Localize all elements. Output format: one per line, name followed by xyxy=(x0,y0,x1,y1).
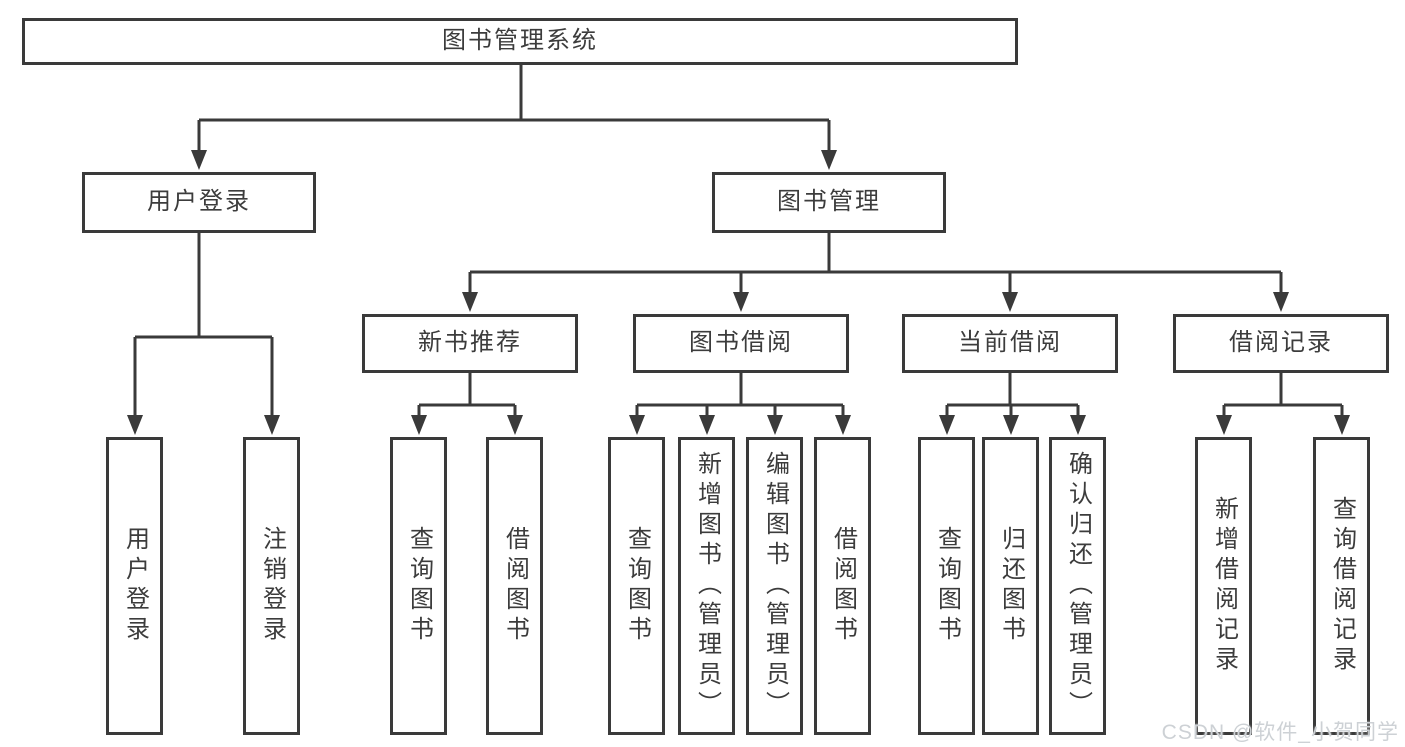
leaf-logout: 注销登录 xyxy=(243,437,300,735)
leaf-borrow-edit-books-admin: 编辑图书（管理员） xyxy=(746,437,803,735)
node-borrow-records: 借阅记录 xyxy=(1173,314,1389,373)
leaf-records-query-record: 查询借阅记录 xyxy=(1313,437,1370,735)
node-new-book-recommend: 新书推荐 xyxy=(362,314,578,373)
leaf-user-login: 用户登录 xyxy=(106,437,163,735)
leaf-current-confirm-return-admin: 确认归还（管理员） xyxy=(1049,437,1106,735)
node-book-borrow: 图书借阅 xyxy=(633,314,849,373)
leaf-records-add-record: 新增借阅记录 xyxy=(1195,437,1252,735)
arrowheads xyxy=(127,150,1350,435)
leaf-current-query-books: 查询图书 xyxy=(918,437,975,735)
node-root: 图书管理系统 xyxy=(22,18,1018,65)
leaf-borrow-query-books: 查询图书 xyxy=(608,437,665,735)
node-user-login: 用户登录 xyxy=(82,172,316,233)
leaf-current-return-books: 归还图书 xyxy=(982,437,1039,735)
leaf-newbook-borrow-books: 借阅图书 xyxy=(486,437,543,735)
leaf-borrow-add-books-admin: 新增图书（管理员） xyxy=(678,437,735,735)
node-current-borrow: 当前借阅 xyxy=(902,314,1118,373)
node-book-management: 图书管理 xyxy=(712,172,946,233)
leaf-newbook-query-books: 查询图书 xyxy=(390,437,447,735)
csdn-watermark: CSDN @软件_小贺同学 xyxy=(1161,721,1399,744)
leaf-borrow-borrow-books: 借阅图书 xyxy=(814,437,871,735)
